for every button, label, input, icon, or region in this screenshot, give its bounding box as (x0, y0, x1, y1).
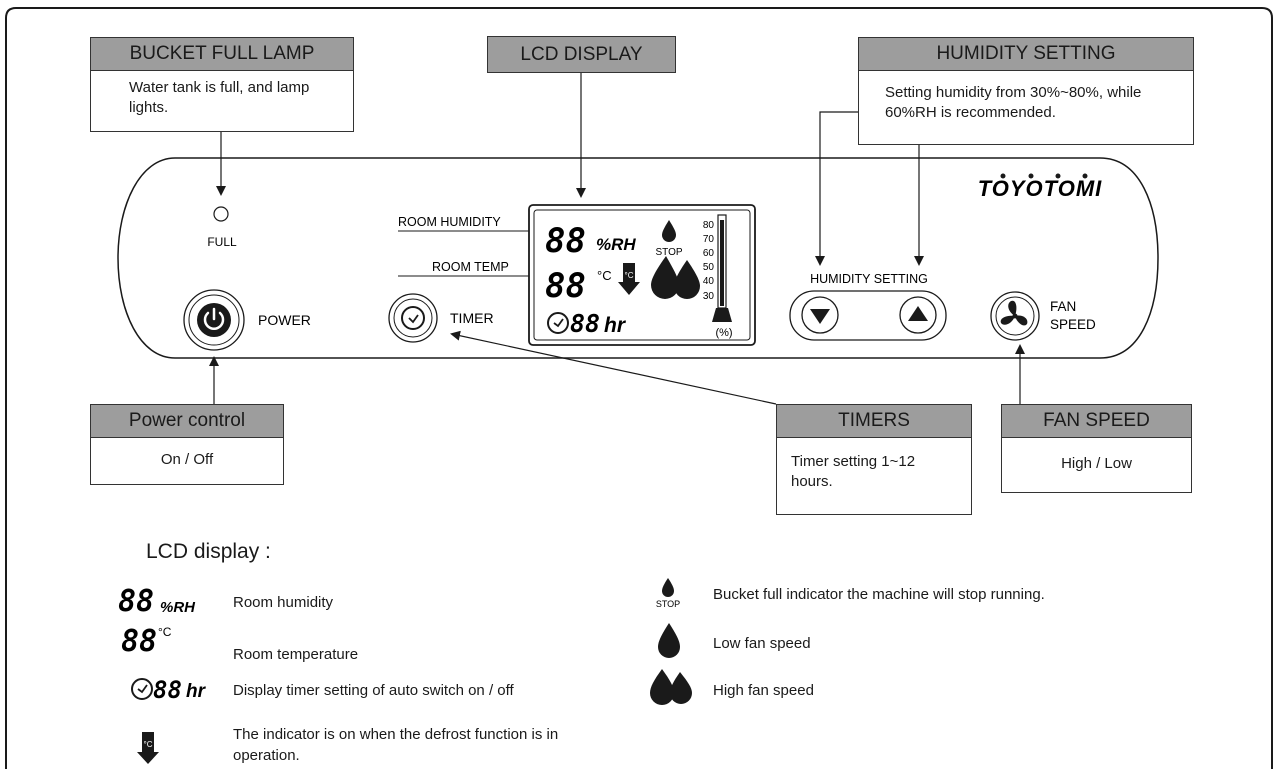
lcd-timer-digits: 88 (570, 309, 600, 338)
timer-button (388, 293, 438, 343)
svg-text:40: 40 (703, 276, 715, 287)
legend-bucket-stop-text: Bucket full indicator the machine will s… (713, 586, 1045, 603)
bucket-full-lamp-body: Water tank is full, and lamp lights. (129, 79, 310, 116)
legend-defrost-text: The indicator is on when the defrost fun… (233, 726, 559, 764)
triangle-up-icon (908, 306, 928, 321)
power-control-title: Power control (91, 405, 283, 438)
lcd-percent-label: (%) (715, 327, 732, 339)
humidity-buttons-housing (789, 290, 947, 341)
power-label: POWER (258, 312, 311, 328)
svg-text:88: 88 (121, 624, 157, 659)
humidity-setting-label: HUMIDITY SETTING (810, 272, 928, 286)
lcd-humidity-scale: 80 70 60 50 40 30 (%) (703, 214, 733, 339)
power-icon (203, 311, 225, 330)
legend-humidity-symbol: 88 %RH (118, 584, 196, 619)
svg-text:30: 30 (703, 291, 715, 302)
lcd-temp-digits: 88 (545, 266, 586, 306)
svg-text:hr: hr (186, 681, 207, 702)
humidity-down-button (801, 296, 839, 334)
lcd-stop-drop-icon (662, 220, 676, 242)
svg-text:°C: °C (158, 625, 172, 639)
clock-icon (401, 306, 425, 330)
svg-text:60: 60 (703, 248, 715, 259)
lcd-temp-unit: °C (597, 268, 612, 283)
fan-speed-body: High / Low (1061, 455, 1132, 472)
full-label: FULL (207, 235, 237, 249)
lcd-double-drop-icon (651, 256, 700, 299)
lcd-stop-label: STOP (655, 247, 682, 258)
page-frame (5, 7, 1273, 769)
humidity-setting-title: HUMIDITY SETTING (859, 38, 1193, 71)
fan-label-1: FAN (1050, 299, 1076, 314)
svg-text:70: 70 (703, 234, 715, 245)
svg-text:80: 80 (703, 220, 715, 231)
fan-icon (1000, 300, 1028, 326)
fan-speed-callout: FAN SPEED High / Low (1001, 404, 1192, 493)
arrow-hum-down (815, 111, 858, 266)
legend-timer-text: Display timer setting of auto switch on … (233, 682, 514, 699)
legend-title: LCD display : (146, 540, 271, 563)
humidity-setting-body: Setting humidity from 30%~80%, while 60%… (885, 84, 1142, 121)
svg-text:88: 88 (153, 676, 182, 704)
legend-stop-symbol: STOP (656, 578, 680, 609)
timer-label: TIMER (450, 310, 494, 326)
triangle-down-icon (810, 309, 830, 324)
svg-text:%RH: %RH (160, 599, 196, 616)
legend-low-fan-text: Low fan speed (713, 635, 811, 652)
svg-text:°C: °C (144, 740, 153, 749)
humidity-up-button (899, 296, 937, 334)
legend-room-humidity: Room humidity (233, 594, 334, 611)
power-control-callout: Power control On / Off (90, 404, 284, 485)
svg-text:50: 50 (703, 262, 715, 273)
legend-defrost-symbol: °C (137, 732, 159, 764)
fan-speed-title: FAN SPEED (1002, 405, 1191, 438)
full-lamp (213, 206, 229, 222)
lcd-hr-unit: hr (604, 314, 627, 337)
lcd-display-title: LCD DISPLAY (488, 37, 675, 72)
bucket-full-lamp-callout: BUCKET FULL LAMP Water tank is full, and… (90, 37, 354, 132)
legend-timer-symbol: 88 hr (131, 676, 207, 704)
power-control-body: On / Off (160, 451, 214, 468)
legend-high-fan-drops (650, 669, 692, 705)
legend-temp-symbol: 88 °C (121, 624, 172, 659)
timers-title: TIMERS (777, 405, 971, 438)
legend-room-temperature: Room temperature (233, 646, 359, 663)
svg-text:STOP: STOP (656, 599, 680, 609)
lcd-defrost-icon: °C (618, 263, 640, 295)
brand-logo: TOYOTOMI (978, 176, 1103, 201)
room-temp-label: ROOM TEMP (432, 260, 509, 274)
lcd-timer-clock-icon (547, 312, 569, 334)
svg-text:°C: °C (625, 271, 634, 280)
arrow-timers (450, 330, 777, 405)
humidity-setting-callout: HUMIDITY SETTING Setting humidity from 3… (858, 37, 1194, 145)
svg-text:88: 88 (118, 584, 154, 619)
timers-callout: TIMERS Timer setting 1~12 hours. (776, 404, 972, 515)
timers-body: Timer setting 1~12 hours. (791, 453, 916, 490)
fan-speed-button (990, 291, 1040, 341)
legend-high-fan-text: High fan speed (713, 682, 814, 699)
lcd-humidity-digits: 88 (545, 221, 586, 261)
legend-low-fan-drop (658, 623, 680, 658)
lcd-screen: 88 %RH STOP 88 °C °C 88 hr 80 70 60 50 4… (528, 204, 756, 346)
lcd-display-callout: LCD DISPLAY (487, 36, 676, 73)
power-button (183, 289, 245, 351)
lcd-rh-unit: %RH (596, 235, 636, 254)
room-humidity-label: ROOM HUMIDITY (398, 215, 501, 229)
bucket-full-lamp-title: BUCKET FULL LAMP (91, 38, 353, 71)
fan-label-2: SPEED (1050, 317, 1096, 332)
